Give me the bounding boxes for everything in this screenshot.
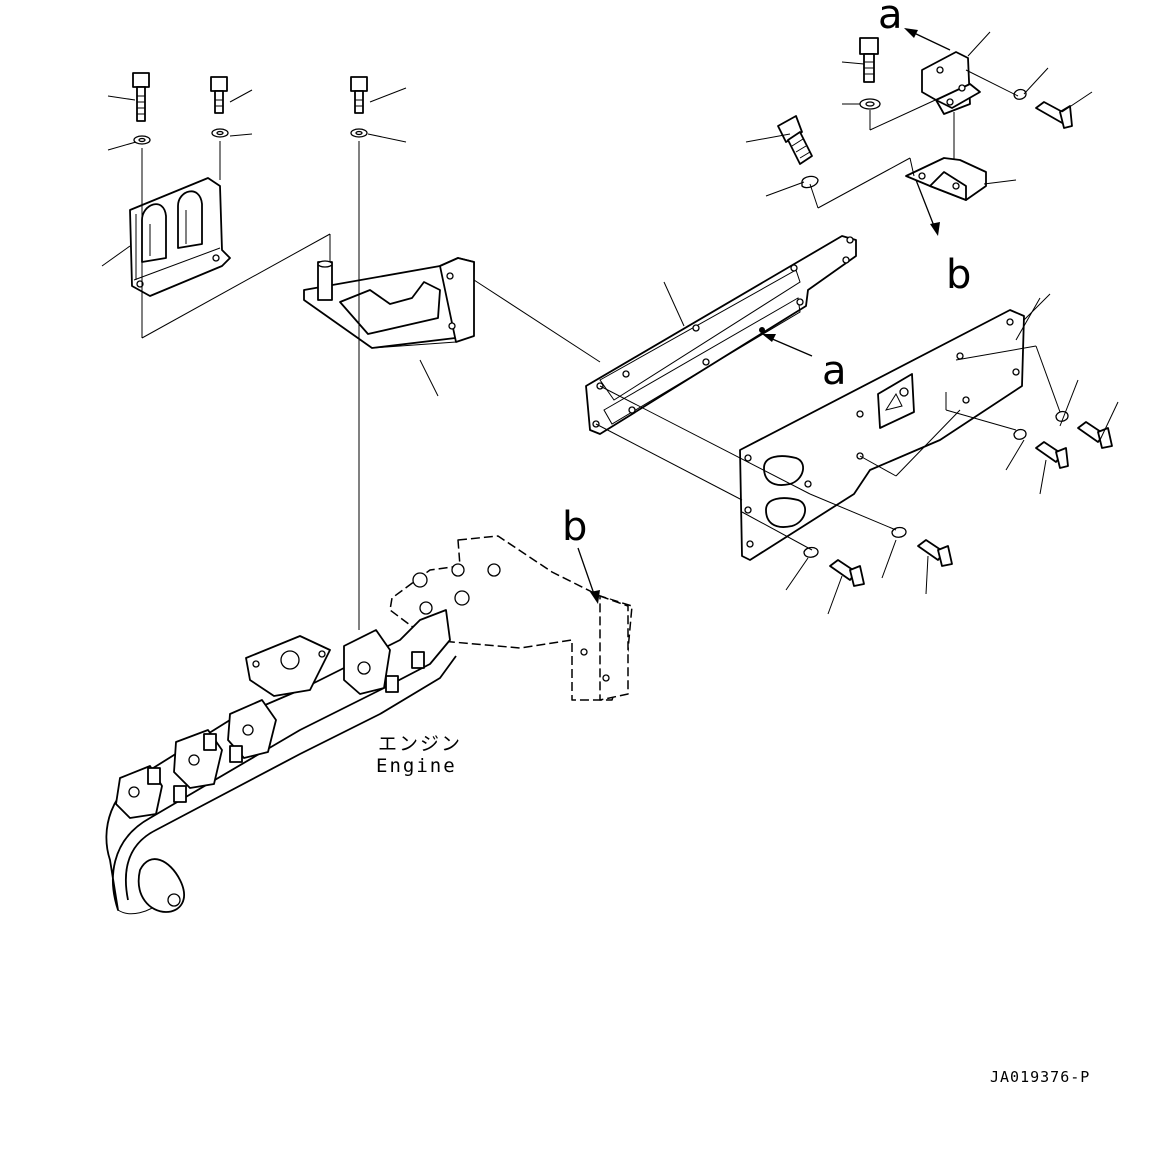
right-bolt-2 [1013, 428, 1069, 469]
engine-label-jp: エンジン [378, 733, 462, 755]
right-bolt-1 [1055, 410, 1113, 449]
callout-b-right: b [946, 252, 971, 298]
left-heat-shield [129, 177, 231, 297]
lower-bolt-1 [803, 546, 865, 587]
drawing-code: JA019376-P [990, 1068, 1090, 1086]
callout-b-engine: b [562, 504, 587, 550]
cover-plate [739, 309, 1025, 561]
arrows [577, 28, 951, 604]
top-right-washer-bolt [1013, 88, 1073, 129]
gasket [585, 235, 857, 435]
center-bolt [350, 76, 368, 138]
callout-a-mid: a [822, 348, 847, 394]
top-right-bolt-angled [777, 115, 819, 189]
left-bolt-1 [132, 72, 151, 145]
lower-small-bracket [905, 157, 987, 201]
engine-exhaust-manifold [105, 535, 633, 915]
left-bolt-2 [210, 76, 229, 138]
upper-small-bracket [921, 51, 981, 115]
callout-a-top: a [878, 0, 903, 38]
lower-bolt-2 [891, 526, 953, 567]
top-right-bolt-vertical [859, 37, 881, 110]
center-bracket [303, 257, 475, 349]
leader-lines [101, 31, 1119, 630]
engine-label-en: Engine [376, 755, 457, 777]
